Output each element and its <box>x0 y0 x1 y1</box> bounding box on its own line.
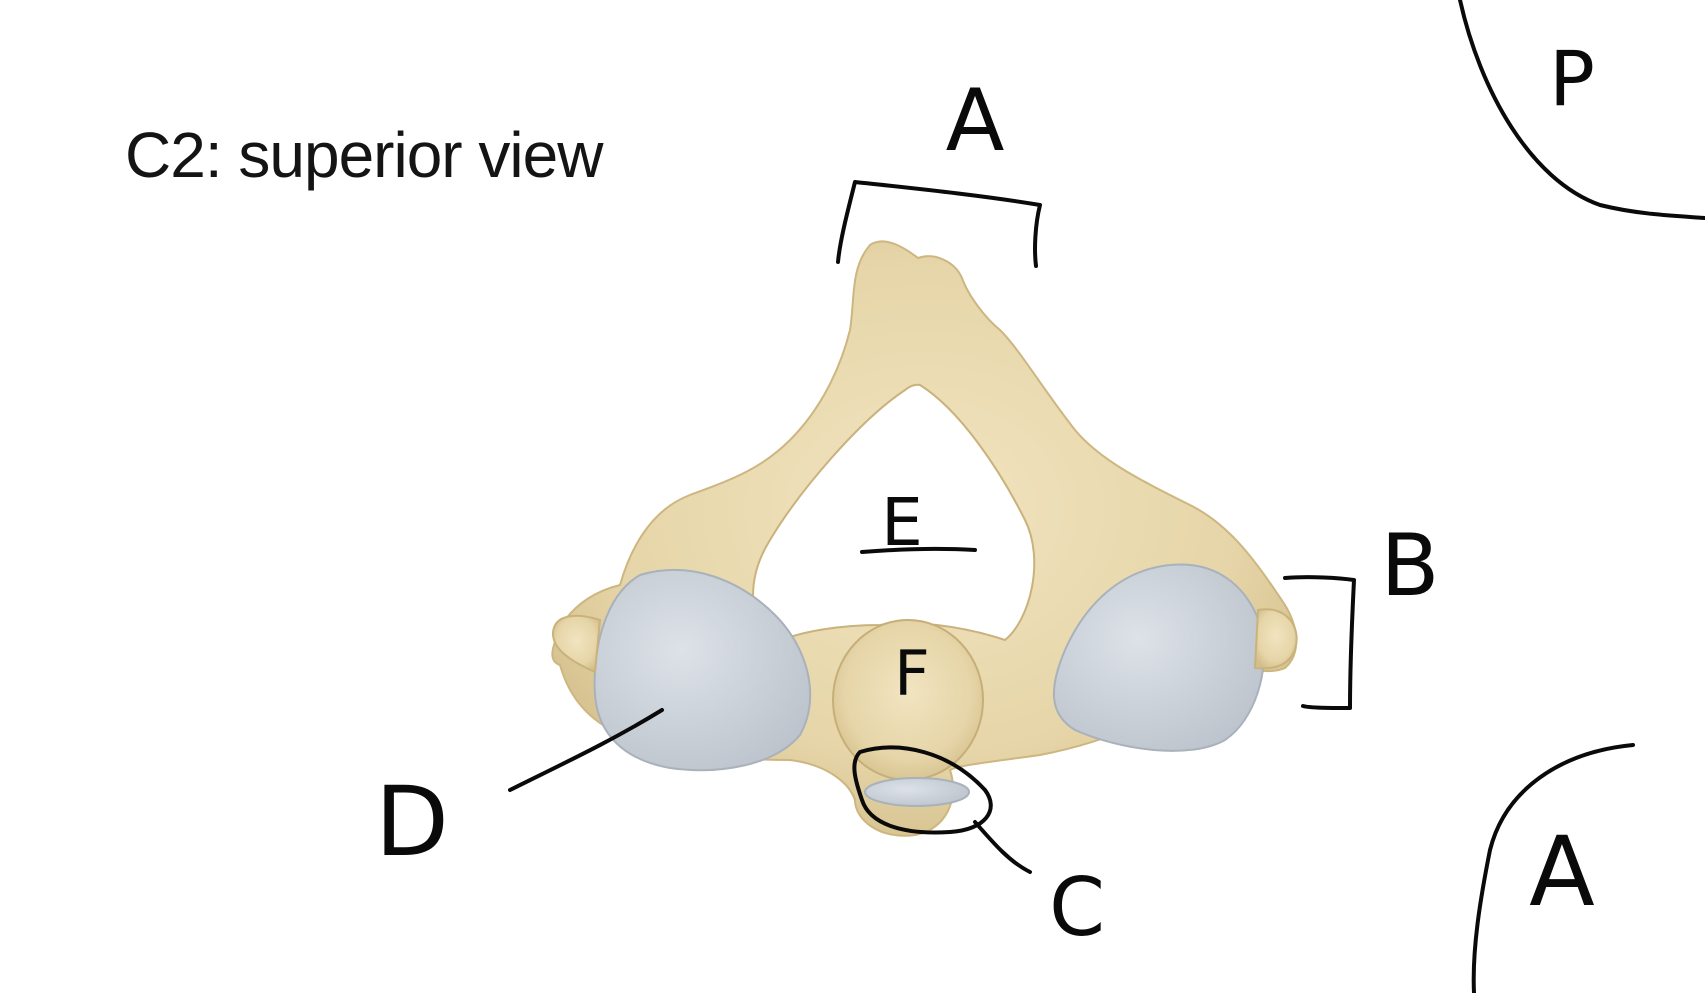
label-e: E <box>881 484 923 561</box>
label-b: B <box>1381 516 1440 616</box>
label-f: F <box>894 637 930 710</box>
annotations <box>508 0 1705 993</box>
label-a: A <box>946 71 1005 171</box>
dens-anterior-facet <box>864 777 970 807</box>
left-transverse-process <box>551 614 602 674</box>
leader-c <box>973 820 1032 874</box>
anterior-arc <box>1471 743 1635 993</box>
bracket-b <box>1283 575 1356 710</box>
label-posterior: P <box>1549 34 1595 123</box>
posterior-arc <box>1458 0 1705 220</box>
right-transverse-process <box>1253 608 1298 670</box>
leader-d <box>508 708 664 792</box>
circle-c <box>852 745 993 835</box>
vertebral-foramen <box>752 383 1036 647</box>
underline-e <box>860 546 977 554</box>
label-d: D <box>375 766 449 878</box>
c2-vertebra <box>551 240 1298 837</box>
bracket-a <box>836 180 1042 268</box>
label-c: C <box>1049 861 1105 954</box>
label-anterior: A <box>1529 816 1595 928</box>
diagram-title: C2: superior view <box>125 119 603 191</box>
